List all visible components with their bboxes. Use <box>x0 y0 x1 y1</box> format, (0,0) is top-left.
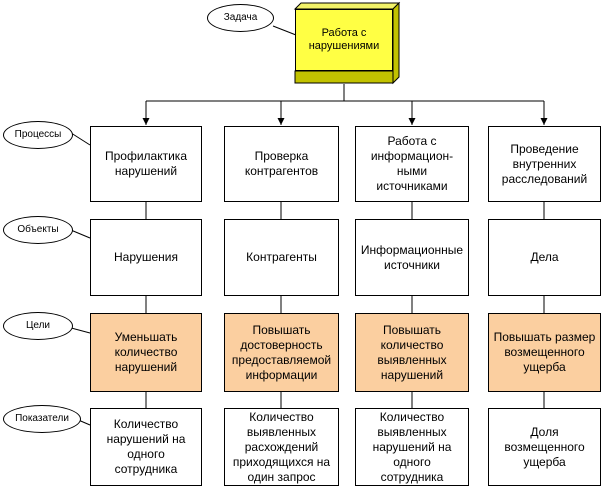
object-box: Нарушения <box>90 219 202 296</box>
indicator-box: Количество выявленных расхождений приход… <box>224 408 339 486</box>
row-label-text: Цели <box>25 320 51 331</box>
object-box: Контрагенты <box>224 219 339 296</box>
process-box: Проведение внутренних расследований <box>488 126 601 202</box>
row-label-goals: Цели <box>3 312 73 340</box>
object-box: Информационные источники <box>355 219 469 296</box>
task-label-text: Задача <box>223 12 258 23</box>
goal-box: Повышать размер возмещенного ущерба <box>488 313 601 392</box>
process-box: Проверка контрагентов <box>224 126 339 202</box>
indicator-box: Количество нарушений на одного сотрудник… <box>90 408 202 486</box>
task-box: Работа с нарушениями <box>295 9 393 71</box>
goal-box: Уменьшать количество нарушений <box>90 313 202 392</box>
row-label-text: Показатели <box>15 413 69 424</box>
object-box: Дела <box>488 219 601 296</box>
indicator-box: Доля возмещенного ущерба <box>488 408 601 486</box>
process-box: Работа с информацион- ными источниками <box>355 126 469 202</box>
row-label-indicators: Показатели <box>3 405 81 433</box>
row-label-processes: Процессы <box>3 121 73 149</box>
process-box: Профилактика нарушений <box>90 126 202 202</box>
task-box-bottom-face <box>294 70 394 84</box>
task-box-side-face <box>392 1 400 85</box>
task-label-connector <box>272 25 297 36</box>
goal-box: Повышать достоверность предоставляемой и… <box>224 313 339 392</box>
indicator-box: Количество выявленных нарушений на одног… <box>355 408 469 486</box>
goal-box: Повышать количество выявленных нарушений <box>355 313 469 392</box>
row-label-text: Процессы <box>14 129 62 140</box>
row-label-text: Объекты <box>17 224 59 235</box>
row-label-objects: Объекты <box>3 216 73 244</box>
task-label: Задача <box>207 4 274 32</box>
